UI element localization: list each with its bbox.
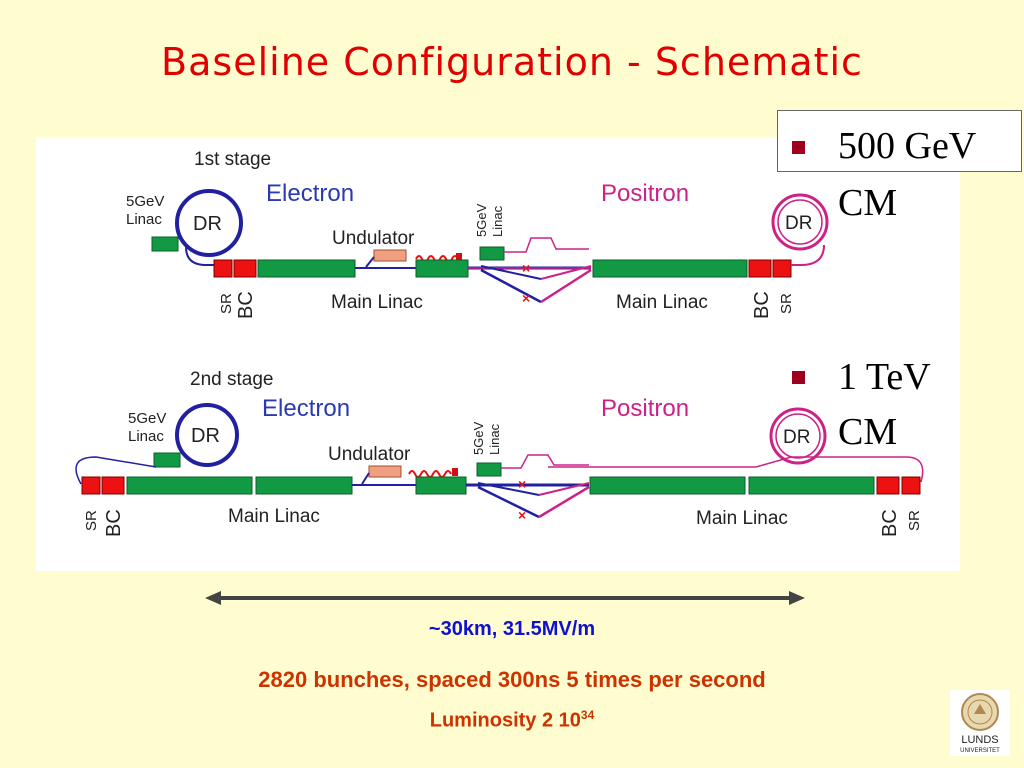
stage-1-positron-bc-block — [748, 259, 772, 278]
stage-2-positron-bc-label: BC — [879, 509, 901, 537]
stage-1-5gev-linac-left-l1: 5GeV — [126, 193, 164, 210]
stage-2-positron-sr-label: SR — [906, 510, 923, 531]
stage-2-positron-main-linac-b — [748, 476, 875, 495]
length-caption: ~30km, 31.5MV/m — [428, 618, 596, 640]
accelerator-schematic: 1st stage Electron Positron 5GeV Linac D… — [36, 137, 960, 571]
luminosity-exponent: 34 — [580, 708, 595, 722]
stage-2-electron-main-linac-b — [255, 476, 353, 495]
stage-1-positron-dr-label: DR — [785, 213, 812, 234]
stage-1-positron-main-linac-label: Main Linac — [616, 292, 708, 313]
stage-1-5gev-linac-mid-l1: 5GeV — [474, 203, 489, 237]
stage-2-5gev-linac-mid-l2: Linac — [487, 423, 502, 455]
stage-1-schematic: 1st stage Electron Positron 5GeV Linac D… — [126, 149, 829, 319]
slide-title: Baseline Configuration - Schematic — [161, 40, 863, 84]
bullet-highlight-box — [777, 110, 1022, 172]
bullet-marker-2 — [792, 371, 805, 384]
bullet-1-line2: CM — [838, 182, 898, 224]
stage-1-bc-block — [233, 259, 257, 278]
stage-2-5gev-linac-left-l1: 5GeV — [128, 410, 166, 427]
stage-2-positron-main-linac-label: Main Linac — [696, 508, 788, 529]
stage-1-undulator-label: Undulator — [332, 228, 415, 249]
stage-1-ip-marker-1: × — [522, 260, 530, 276]
stage-2-ip-marker-1: × — [518, 476, 526, 492]
stage-1-label: 1st stage — [194, 149, 271, 170]
stage-1-5gev-linac-mid-l2: Linac — [490, 205, 505, 237]
stage-2-capture-linac — [415, 476, 467, 495]
bunches-caption: 2820 bunches, spaced 300ns 5 times per s… — [258, 667, 766, 692]
stage-1-ip-marker-2: × — [522, 290, 530, 306]
bullet-2-line1: 1 TeV — [838, 356, 931, 398]
bullet-1-line1: 500 GeV — [838, 125, 977, 167]
stage-1-positron-bc-label: BC — [751, 291, 773, 319]
stage-1-5gev-linac-left-l2: Linac — [126, 211, 162, 228]
lund-university-logo: LUNDS UNIVERSITET — [950, 690, 1010, 756]
stage-2-sr-block — [81, 476, 101, 495]
stage-2-ip-marker-2: × — [518, 507, 526, 523]
stage-2-electron-main-linac-label: Main Linac — [228, 506, 320, 527]
stage-2-positron-main-linac-a — [589, 476, 746, 495]
stage-1-electron-main-linac-label: Main Linac — [331, 292, 423, 313]
stage-2-bc-label: BC — [103, 509, 125, 537]
bullet-marker-1 — [792, 141, 805, 154]
stage-2-electron-dr-ring — [175, 403, 239, 467]
bullet-2-line2: CM — [838, 411, 898, 453]
stage-2-schematic: 2nd stage Electron Positron 5GeV Linac D… — [75, 369, 924, 537]
stage-1-positron-dr-ring — [771, 193, 829, 251]
logo-sub: UNIVERSITET — [960, 748, 1000, 754]
stage-2-undulator-coil — [408, 470, 452, 478]
stage-1-electron-dr-ring — [175, 189, 243, 257]
stage-2-electron-main-linac-a — [126, 476, 253, 495]
stage-2-positron-dr-ring — [769, 407, 827, 465]
luminosity-text: Luminosity 2 10 — [429, 709, 581, 732]
stage-1-positron-sr-block — [772, 259, 792, 278]
stage-2-label: 2nd stage — [190, 369, 273, 390]
stage-1-electron-dr-label: DR — [193, 213, 222, 235]
stage-1-positron-label: Positron — [601, 180, 689, 207]
stage-2-5gev-linac-mid — [476, 462, 502, 477]
stage-2-electron-label: Electron — [262, 395, 350, 422]
stage-2-sr-label: SR — [83, 510, 100, 531]
stage-1-5gev-linac-left — [151, 236, 179, 252]
stage-2-positron-label: Positron — [601, 395, 689, 422]
stage-1-positron-main-linac — [592, 259, 748, 278]
stage-2-positron-bc-block — [876, 476, 900, 495]
stage-1-sr-block — [213, 259, 233, 278]
logo-name: LUNDS — [961, 734, 998, 746]
luminosity-caption: Luminosity 2 1034 — [0, 708, 1024, 733]
stage-1-undulator — [373, 249, 407, 262]
stage-1-electron-main-linac — [257, 259, 356, 278]
stage-2-5gev-linac-mid-l1: 5GeV — [471, 421, 486, 455]
stage-2-5gev-linac-left — [153, 452, 181, 468]
stage-2-bc-block — [101, 476, 125, 495]
stage-1-bc-label: BC — [235, 291, 257, 319]
stage-2-positron-sr-block — [901, 476, 921, 495]
length-arrow — [205, 591, 805, 605]
stage-2-electron-dr-label: DR — [191, 425, 220, 447]
stage-1-capture-linac — [415, 259, 469, 278]
stage-1-positron-sr-label: SR — [778, 293, 795, 314]
stage-2-undulator — [368, 465, 402, 478]
stage-2-undulator-label: Undulator — [328, 444, 411, 465]
stage-2-5gev-linac-left-l2: Linac — [128, 428, 164, 445]
stage-1-sr-label: SR — [218, 293, 235, 314]
stage-2-positron-dr-label: DR — [783, 427, 810, 448]
stage-1-electron-label: Electron — [266, 180, 354, 207]
stage-1-5gev-linac-mid — [479, 246, 505, 261]
